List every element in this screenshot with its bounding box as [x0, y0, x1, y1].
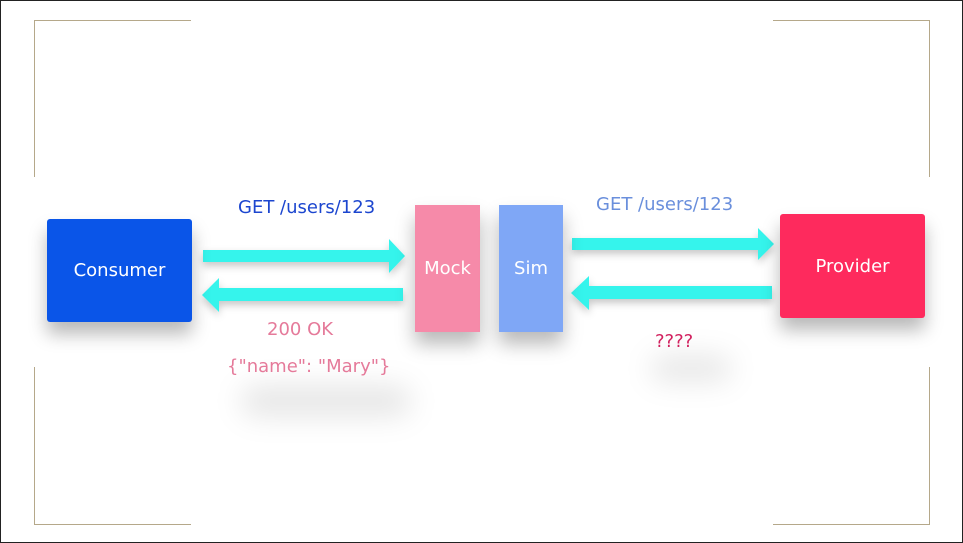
consumer-node: Consumer [47, 219, 192, 322]
left-request-label: GET /users/123 [238, 197, 376, 218]
frame-bottom-left-v [34, 367, 35, 524]
label-shadow-left [241, 386, 411, 416]
mock-node: Mock [415, 205, 480, 332]
right-request-label: GET /users/123 [596, 194, 734, 215]
frame-bottom-right-v [929, 367, 930, 524]
frame-bottom-right-h [773, 524, 930, 525]
frame-top-right-h [773, 20, 930, 21]
mock-label: Mock [424, 258, 471, 279]
provider-node: Provider [780, 214, 925, 318]
consumer-label: Consumer [73, 260, 166, 281]
label-shadow-right [651, 356, 731, 381]
arrow-left-icon [571, 276, 772, 310]
right-response-label: ???? [655, 331, 694, 352]
frame-bottom-left-h [34, 524, 191, 525]
provider-label: Provider [815, 255, 890, 277]
left-body-label: {"name": "Mary"} [227, 356, 391, 377]
left-status-label: 200 OK [267, 319, 334, 340]
sim-node: Sim [499, 205, 563, 332]
arrow-right-icon [572, 228, 774, 260]
frame-top-right-v [929, 20, 930, 177]
frame-top-left-h [34, 20, 191, 21]
arrow-left-icon [202, 278, 403, 312]
arrow-right-icon [203, 239, 405, 273]
frame-top-left-v [34, 20, 35, 177]
sim-label: Sim [514, 258, 548, 279]
